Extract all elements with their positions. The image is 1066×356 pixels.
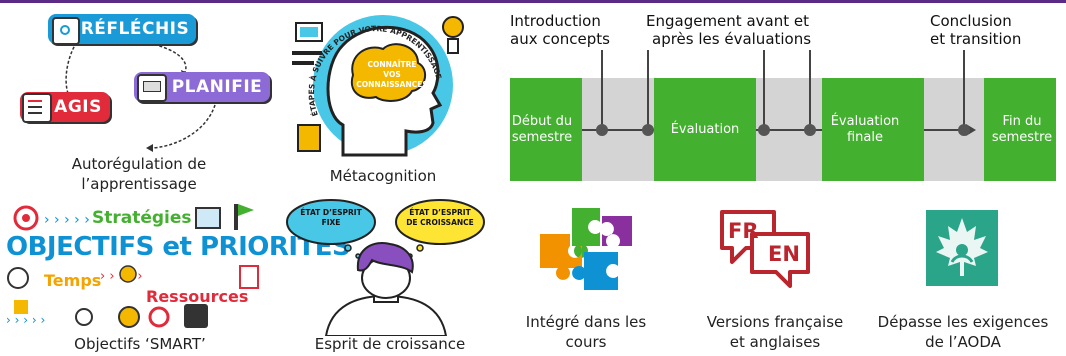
speech-bubbles-icon — [720, 210, 810, 288]
seg-line: semestre — [511, 130, 573, 145]
segment-end-text: Fin du semestre — [988, 114, 1056, 146]
label-line: et transition — [930, 30, 1022, 48]
segment-evaluation-text: Évaluation — [670, 122, 740, 137]
head-gear-icon — [52, 17, 80, 45]
label-line: aux concepts — [510, 30, 610, 48]
svg-text:› › › › ›: › › › › › — [6, 313, 45, 327]
intro-label: Introduction aux concepts — [510, 12, 610, 48]
label-line: après les évaluations — [652, 30, 812, 48]
label-line: Introduction — [510, 12, 601, 30]
en-label: EN — [768, 242, 800, 266]
caption-line: l’apprentissage — [81, 175, 197, 193]
meta-center-line: CONNAISSANCES — [356, 80, 428, 89]
seg-line: semestre — [991, 130, 1053, 145]
timeline-node — [642, 124, 654, 136]
strategies-label: Stratégies — [92, 208, 192, 228]
temps-label: Temps — [44, 271, 102, 290]
segment-final-text: Évaluation finale — [820, 114, 910, 146]
leaf-figure — [936, 218, 988, 276]
fixed-mindset-bubble: ÉTAT D’ESPRIT FIXE — [288, 208, 374, 228]
label-line: Engagement avant et — [646, 12, 809, 30]
smart-caption: Objectifs ‘SMART’ — [74, 335, 206, 353]
planifie-label: PLANIFIE — [171, 77, 263, 97]
planning-board-icon — [137, 74, 167, 102]
checklist-icon — [22, 93, 52, 123]
segment-start — [510, 78, 582, 181]
timeline-node — [804, 124, 816, 136]
puzzle-icon — [540, 208, 632, 290]
timeline-node — [758, 124, 770, 136]
caption-line: et anglaises — [729, 333, 821, 351]
segment-final — [822, 78, 924, 181]
smart-title: OBJECTIFS et PRIORITÉS — [6, 232, 351, 262]
meta-center-line: CONNAÎTRE — [367, 60, 417, 69]
timeline-connectors — [582, 50, 976, 136]
seg-line: Fin du — [1002, 114, 1042, 129]
aoda-caption: Dépasse les exigences de l’AODA — [868, 312, 1058, 352]
versions-caption: Versions française et anglaises — [690, 312, 860, 352]
bubble-line: DE CROISSANCE — [406, 218, 474, 227]
svg-text:› › › › ›: › › › › › — [44, 212, 90, 228]
fr-label: FR — [728, 219, 759, 243]
top-accent-bar — [0, 0, 1066, 3]
meta-center-text: CONNAÎTRE VOS CONNAISSANCES — [348, 60, 436, 90]
seg-line: finale — [846, 130, 883, 145]
integrated-caption: Intégré dans les cours — [506, 312, 666, 352]
ressources-label: Ressources — [146, 287, 249, 306]
meta-center-line: VOS — [383, 70, 401, 79]
seg-line: Évaluation — [830, 114, 900, 129]
head-illustration: ÉTAPES À SUIVRE POUR VOTRE APPRENTISSAGE — [292, 15, 464, 157]
timeline-node — [596, 124, 608, 136]
caption-line: Dépasse les exigences — [877, 313, 1049, 331]
caption-line: Intégré dans les — [525, 313, 647, 331]
growth-mindset-bubble: ÉTAT D’ESPRIT DE CROISSANCE — [396, 208, 484, 228]
bubble-line: FIXE — [321, 218, 341, 227]
engagement-label: Engagement avant et après les évaluation… — [646, 12, 811, 48]
timeline-node — [958, 124, 970, 136]
segment-evaluation — [654, 78, 756, 181]
reflechis-label: RÉFLÉCHIS — [80, 19, 190, 39]
accessibility-leaf-icon — [926, 210, 998, 286]
bubble-line: ÉTAT D’ESPRIT — [409, 208, 471, 217]
caption-line: Versions française — [706, 313, 844, 331]
metacognition-caption: Métacognition — [329, 167, 437, 185]
agis-label: AGIS — [54, 97, 102, 117]
caption-line: cours — [565, 333, 607, 351]
segment-end — [984, 78, 1056, 181]
caption-line: de l’AODA — [925, 333, 1001, 351]
conclusion-label: Conclusion et transition — [930, 12, 1021, 48]
smart-decorations: › › › › › › › › › › › › › › › — [6, 204, 259, 328]
mindset-caption: Esprit de croissance — [314, 335, 466, 353]
self-regulation-caption: Autorégulation de l’apprentissage — [44, 154, 234, 194]
segment-start-text: Début du semestre — [510, 114, 574, 146]
caption-line: Autorégulation de — [71, 155, 207, 173]
bubble-line: ÉTAT D’ESPRIT — [300, 208, 362, 217]
mindset-illustration — [286, 199, 485, 336]
label-line: Conclusion — [930, 12, 1012, 30]
seg-line: Début du — [511, 114, 573, 129]
